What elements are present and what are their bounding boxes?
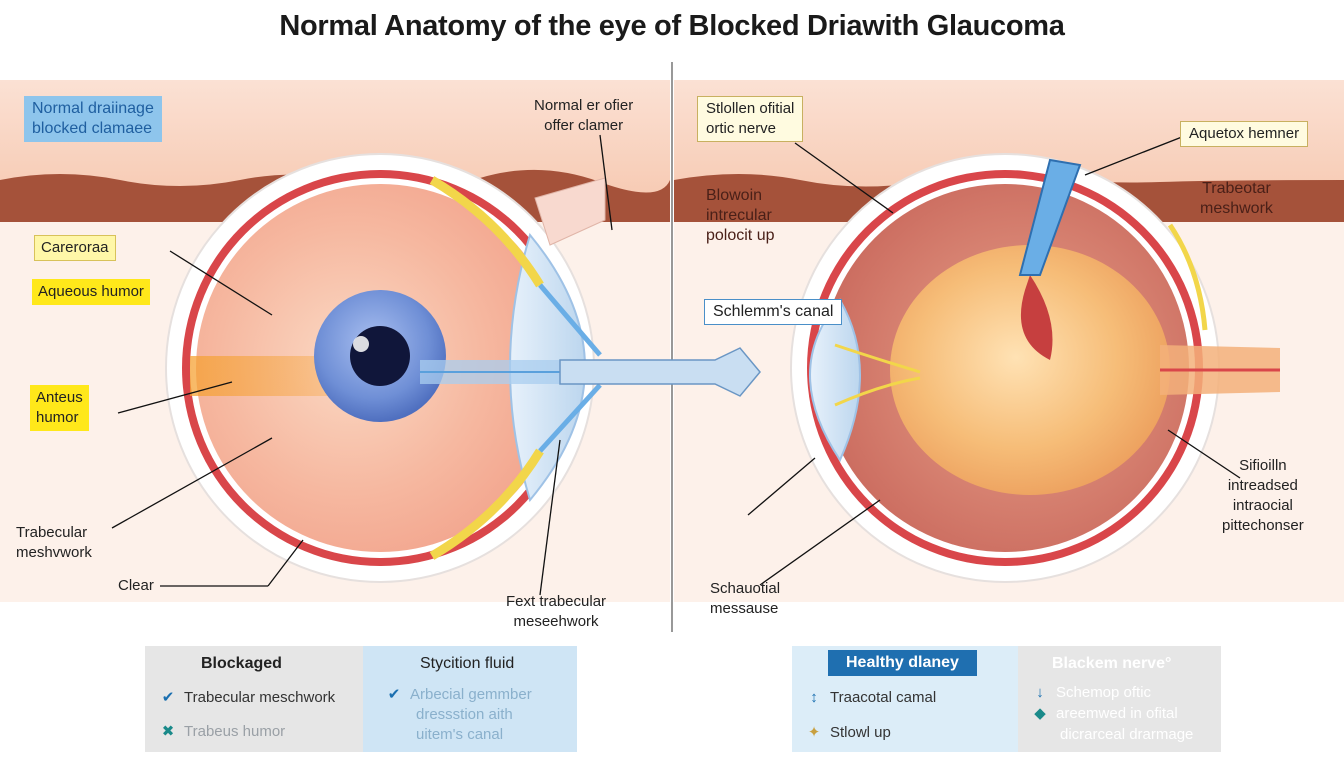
label-trabecular-line2: meshvwork <box>16 544 92 561</box>
page-title: Normal Anatomy of the eye of Blocked Dri… <box>279 10 1065 42</box>
label-trabeotar-line1: Trabeotar <box>1202 180 1271 197</box>
legend-left-item-1: ✔ Trabecular meschwork <box>160 688 335 707</box>
label-stiollen-line2: ortic nerve <box>706 120 777 137</box>
flow-arrow <box>559 347 761 397</box>
legend-left-item-4: dressstion aith <box>416 706 513 723</box>
label-normal-offer-line2: offer clamer <box>544 117 624 134</box>
right-eye <box>790 153 1280 583</box>
label-anteus-humor-line2: humor <box>36 409 79 426</box>
leader-lines <box>111 134 1241 596</box>
label-normal-offer-line1: Normal er ofier <box>534 97 634 114</box>
legend-right-item-3-text: Schemop oftic <box>1056 684 1152 701</box>
star-icon: ✦ <box>807 724 821 741</box>
swollen-lens <box>890 245 1170 495</box>
vertical-arrow-icon: ↕ <box>810 689 818 706</box>
label-clear: Clear <box>118 577 154 594</box>
legend-right-item-1: ↕ Traacotal camal <box>806 688 936 707</box>
label-fext-trabecular: Fext trabecular meseehwork <box>506 592 606 632</box>
label-sifioilln-line3: intraocial <box>1232 497 1293 514</box>
label-schauotial: Schauotial messause <box>710 579 780 619</box>
cross-icon: ✖ <box>161 723 175 740</box>
legend-left-col2 <box>363 646 577 752</box>
label-normal-drainage: Normal draiinage blocked clamaee <box>24 96 162 142</box>
check-icon: ✔ <box>161 689 175 706</box>
legend-right-col2-title: Blackem nerve° <box>1052 655 1172 672</box>
legend-right-item-2: ✦ Stlowl up <box>806 723 891 742</box>
label-stiollen-line1: Stlollen ofitial <box>706 100 795 117</box>
pupil <box>350 326 410 386</box>
left-eye <box>165 153 640 583</box>
label-blowoin-line2: intrecular <box>706 207 772 224</box>
label-schlemm: Schlemm's canal <box>704 299 843 325</box>
legend-right-col1-title: Healthy dlaney <box>828 650 977 676</box>
label-anteus-humor-line1: Anteus <box>36 389 83 406</box>
legend-left-item-5: uitem's canal <box>416 726 504 743</box>
label-stiollen: Stlollen ofitial ortic nerve <box>697 96 804 142</box>
label-blowoin: Blowoin intrecular polocit up <box>706 186 775 246</box>
label-schauotial-line2: messause <box>710 600 779 617</box>
label-normal-offer: Normal er ofier offer clamer <box>534 96 633 136</box>
label-schauotial-line1: Schauotial <box>710 580 781 597</box>
legend-left-col1 <box>145 646 363 752</box>
label-trabeotar-line2: meshwork <box>1200 200 1273 217</box>
check-icon: ✔ <box>387 686 401 703</box>
label-careroraa: Careroraa <box>34 235 116 261</box>
legend-right-item-4: ◆ areemwed in ofital <box>1032 704 1178 723</box>
diamond-icon: ◆ <box>1034 705 1046 722</box>
legend-left-item-1-text: Trabecular meschwork <box>184 689 336 706</box>
label-blowoin-line1: Blowoin <box>706 187 763 204</box>
legend-right-item-2-text: Stlowl up <box>830 724 891 741</box>
legend-left-item-2-text: Trabeus humor <box>184 723 286 740</box>
label-anteus-humor: Anteus humor <box>30 385 89 431</box>
label-sifioilln-line4: pittechonser <box>1222 517 1304 534</box>
label-trabeotar: Trabeotar meshwork <box>1200 179 1273 219</box>
label-trabecular: Trabecular meshvwork <box>16 523 92 563</box>
label-normal-drainage-line1: Normal draiinage <box>32 100 154 117</box>
label-fext-trabecular-line1: Fext trabecular <box>506 593 607 610</box>
legend-left-item-3-text: Arbecial gemmber <box>410 686 532 703</box>
legend-right-item-4-text: areemwed in ofital <box>1056 705 1178 722</box>
label-trabecular-line1: Trabecular <box>16 524 88 541</box>
label-sifioilln-line2: intreadsed <box>1227 477 1298 494</box>
legend-right-item-1-text: Traacotal camal <box>830 689 937 706</box>
legend-right-item-5: dicrarceal drarmage <box>1060 726 1194 743</box>
legend-left-item-2: ✖ Trabeus humor <box>160 722 285 741</box>
legend-right-item-3: ↓ Schemop oftic <box>1032 683 1151 702</box>
legend-left-col2-title: Stycition fluid <box>420 655 515 672</box>
label-aqueous-humor: Aqueous humor <box>32 279 150 305</box>
label-fext-trabecular-line2: meseehwork <box>513 613 599 630</box>
label-sifioilln: Sifioilln intreadsed intraocial pittecho… <box>1222 456 1304 536</box>
label-normal-drainage-line2: blocked clamaee <box>32 120 153 137</box>
label-blowoin-line3: polocit up <box>706 227 775 244</box>
legend-left-item-3: ✔ Arbecial gemmber <box>386 685 532 704</box>
down-arrow-icon: ↓ <box>1036 684 1044 701</box>
legend-left-col1-title: Blockaged <box>201 655 282 672</box>
legend-right-col2 <box>1018 646 1221 752</box>
label-aquetox: Aquetox hemner <box>1180 121 1309 147</box>
label-sifioilln-line1: Sifioilln <box>1239 457 1287 474</box>
